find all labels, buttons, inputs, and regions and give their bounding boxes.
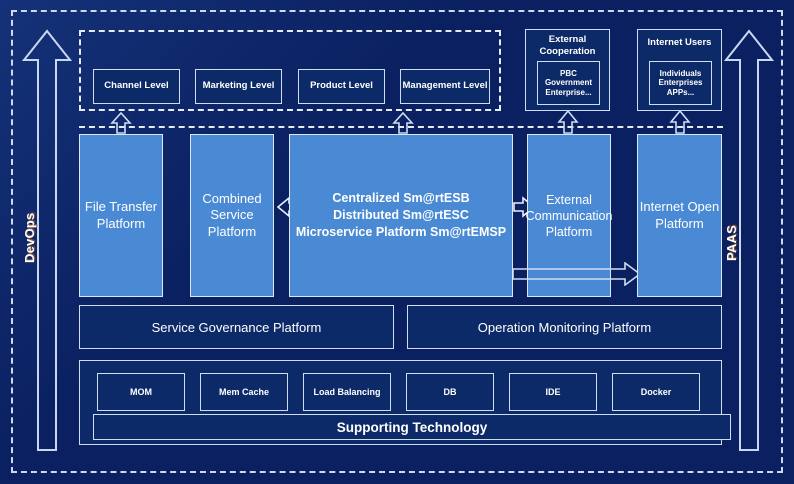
paas-pillar-arrow: PAAS — [724, 28, 774, 453]
central-line-2: Distributed Sm@rtESC — [333, 207, 469, 222]
governance-label: Service Governance Platform — [151, 319, 322, 335]
internet-users-title: Internet Users — [647, 37, 712, 48]
up-arrow-icon — [110, 111, 132, 134]
tech-box-mom[interactable]: MOM — [97, 373, 185, 411]
level-box-channel[interactable]: Channel Level — [93, 69, 180, 104]
tech-box-ide[interactable]: IDE — [509, 373, 597, 411]
right-arrow-icon — [513, 196, 536, 218]
supporting-technology-bar[interactable]: Supporting Technology — [93, 414, 731, 440]
tech-box-db[interactable]: DB — [406, 373, 494, 411]
platform-external-communication[interactable]: External Communication Platform — [525, 134, 613, 297]
supporting-technology-label: Supporting Technology — [336, 419, 488, 435]
platform-internet-open[interactable]: Internet Open Platform — [637, 134, 722, 297]
tech-label: DB — [443, 386, 457, 397]
tech-box-docker[interactable]: Docker — [612, 373, 700, 411]
outer-dashed-frame — [11, 10, 783, 473]
level-label: Channel Level — [104, 80, 169, 92]
up-arrow-icon — [392, 111, 414, 134]
tech-label: Load Balancing — [313, 386, 381, 397]
external-cooperation-inner: PBC Government Enterprise... — [537, 61, 600, 105]
devops-pillar-arrow: DevOps — [22, 28, 72, 453]
tech-box-mem-cache[interactable]: Mem Cache — [200, 373, 288, 411]
tech-label: Mem Cache — [218, 386, 270, 397]
central-line-3: Microservice Platform Sm@rtEMSP — [295, 225, 507, 240]
tech-box-load-balancing[interactable]: Load Balancing — [303, 373, 391, 411]
up-arrow-icon — [724, 29, 774, 451]
internet-users-box[interactable]: Internet Users Individuals Enterprises A… — [637, 29, 722, 111]
platform-label: External Communication Platform — [525, 192, 613, 239]
business-levels-container — [79, 30, 501, 111]
up-arrow-icon — [557, 109, 579, 134]
platform-file-transfer[interactable]: File Transfer Platform — [79, 134, 163, 297]
platform-combined-service[interactable]: Combined Service Platform — [190, 134, 274, 297]
up-arrow-icon — [669, 109, 691, 134]
platform-label: File Transfer Platform — [84, 198, 158, 231]
tech-label: MOM — [130, 386, 152, 397]
platform-label: Combined Service Platform — [202, 190, 262, 239]
level-label: Marketing Level — [202, 80, 275, 92]
internet-users-body: Individuals Enterprises APPs... — [658, 69, 703, 97]
devops-label: DevOps — [22, 212, 37, 264]
internet-users-inner: Individuals Enterprises APPs... — [649, 61, 712, 105]
central-line-1: Centralized Sm@rtESB — [332, 190, 470, 205]
tech-label: IDE — [545, 386, 561, 397]
external-cooperation-title: External Cooperation — [539, 34, 596, 57]
right-long-arrow-icon — [512, 261, 642, 287]
layer-divider — [79, 126, 723, 128]
platform-central-esb[interactable]: Centralized Sm@rtESB Distributed Sm@rtES… — [289, 134, 513, 297]
tech-label: Docker — [640, 386, 672, 397]
level-box-product[interactable]: Product Level — [298, 69, 385, 104]
level-label: Management Level — [402, 80, 488, 92]
platform-label: Internet Open Platform — [639, 198, 720, 231]
level-box-management[interactable]: Management Level — [400, 69, 490, 104]
up-arrow-icon — [22, 29, 72, 451]
paas-label: PAAS — [724, 225, 739, 261]
external-cooperation-body: PBC Government Enterprise... — [544, 69, 593, 97]
service-governance-platform[interactable]: Service Governance Platform — [79, 305, 394, 349]
level-box-marketing[interactable]: Marketing Level — [195, 69, 282, 104]
external-cooperation-box[interactable]: External Cooperation PBC Government Ente… — [525, 29, 610, 111]
governance-label: Operation Monitoring Platform — [477, 319, 652, 335]
level-label: Product Level — [310, 80, 373, 92]
operation-monitoring-platform[interactable]: Operation Monitoring Platform — [407, 305, 722, 349]
